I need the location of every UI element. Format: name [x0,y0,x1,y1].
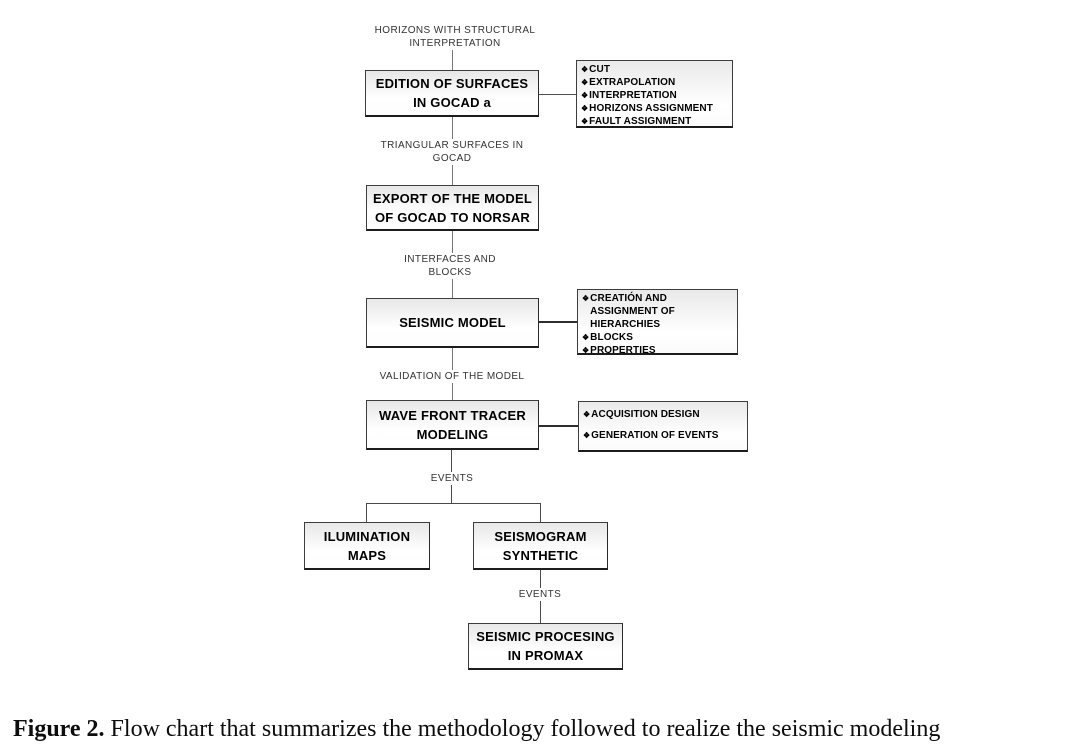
list-item: ❖ HORIZONS ASSIGNMENT [581,102,713,114]
connector-line [452,46,453,70]
diamond-bullet-icon: ❖ [581,77,589,87]
list-item: ❖ INTERPRETATION [581,89,677,101]
branch-drop-line [540,503,541,522]
node-seismogram-synthetic: SEISMOGRAM SYNTHETIC [473,522,608,570]
list-item: ❖ CUT [581,64,611,75]
connector-label-horizons: HORIZONS WITH STRUCTURAL INTERPRETATION [371,24,539,50]
list-item: ❖ ACQUISITION DESIGN [583,409,700,420]
side-connector-line [539,94,576,95]
node-seismic-model: SEISMIC MODEL [366,298,539,348]
diamond-bullet-icon: ❖ [582,294,590,303]
connector-label-events-1: EVENTS [427,472,477,485]
node-seismic-procesing: SEISMIC PROCESING IN PROMAX [468,623,623,670]
diamond-bullet-icon: ❖ [581,116,589,126]
list-item: ❖ GENERATION OF EVENTS [583,429,719,441]
list-item: ❖ FAULT ASSIGNMENT [581,115,692,127]
connector-label-validation: VALIDATION OF THE MODEL [376,370,528,383]
list-item: ❖ CREATIÓN AND ASSIGNMENT OF HIERARCHIES [582,293,675,330]
figure-caption-label: Figure 2. [13,716,105,742]
list-item: ❖ PROPERTIES [582,344,656,356]
branch-drop-line [366,503,367,522]
sidebox-wavefront-tasks: ❖ ACQUISITION DESIGN ❖ GENERATION OF EVE… [578,401,748,452]
diamond-bullet-icon: ❖ [581,90,589,100]
diamond-bullet-icon: ❖ [581,65,589,74]
figure-caption: Figure 2. Flow chart that summarizes the… [13,714,1063,744]
diamond-bullet-icon: ❖ [582,332,590,342]
diamond-bullet-icon: ❖ [581,103,589,113]
node-wave-front-tracer: WAVE FRONT TRACER MODELING [366,400,539,450]
diamond-bullet-icon: ❖ [582,345,590,355]
node-ilumination-maps: ILUMINATION MAPS [304,522,430,570]
connector-label-events-2: EVENTS [515,588,565,601]
figure-caption-text: Flow chart that summarizes the methodolo… [104,716,941,742]
side-connector-line [539,425,578,427]
list-item: ❖ EXTRAPOLATION [581,76,676,88]
diamond-bullet-icon: ❖ [583,410,591,419]
side-connector-line [539,321,577,323]
diamond-bullet-icon: ❖ [583,430,591,440]
sidebox-edition-tasks: ❖ CUT ❖ EXTRAPOLATION ❖ INTERPRETATION ❖… [576,60,733,128]
connector-label-triangular: TRIANGULAR SURFACES IN GOCAD [377,139,527,165]
node-edition-of-surfaces: EDITION OF SURFACES IN GOCAD a [365,70,539,117]
connector-label-interfaces: INTERFACES AND BLOCKS [401,253,499,279]
list-item: ❖ BLOCKS [582,331,633,343]
node-export-model: EXPORT OF THE MODEL OF GOCAD TO NORSAR [366,185,539,231]
sidebox-seismic-model-tasks: ❖ CREATIÓN AND ASSIGNMENT OF HIERARCHIES… [577,289,738,356]
branch-line [366,503,541,504]
